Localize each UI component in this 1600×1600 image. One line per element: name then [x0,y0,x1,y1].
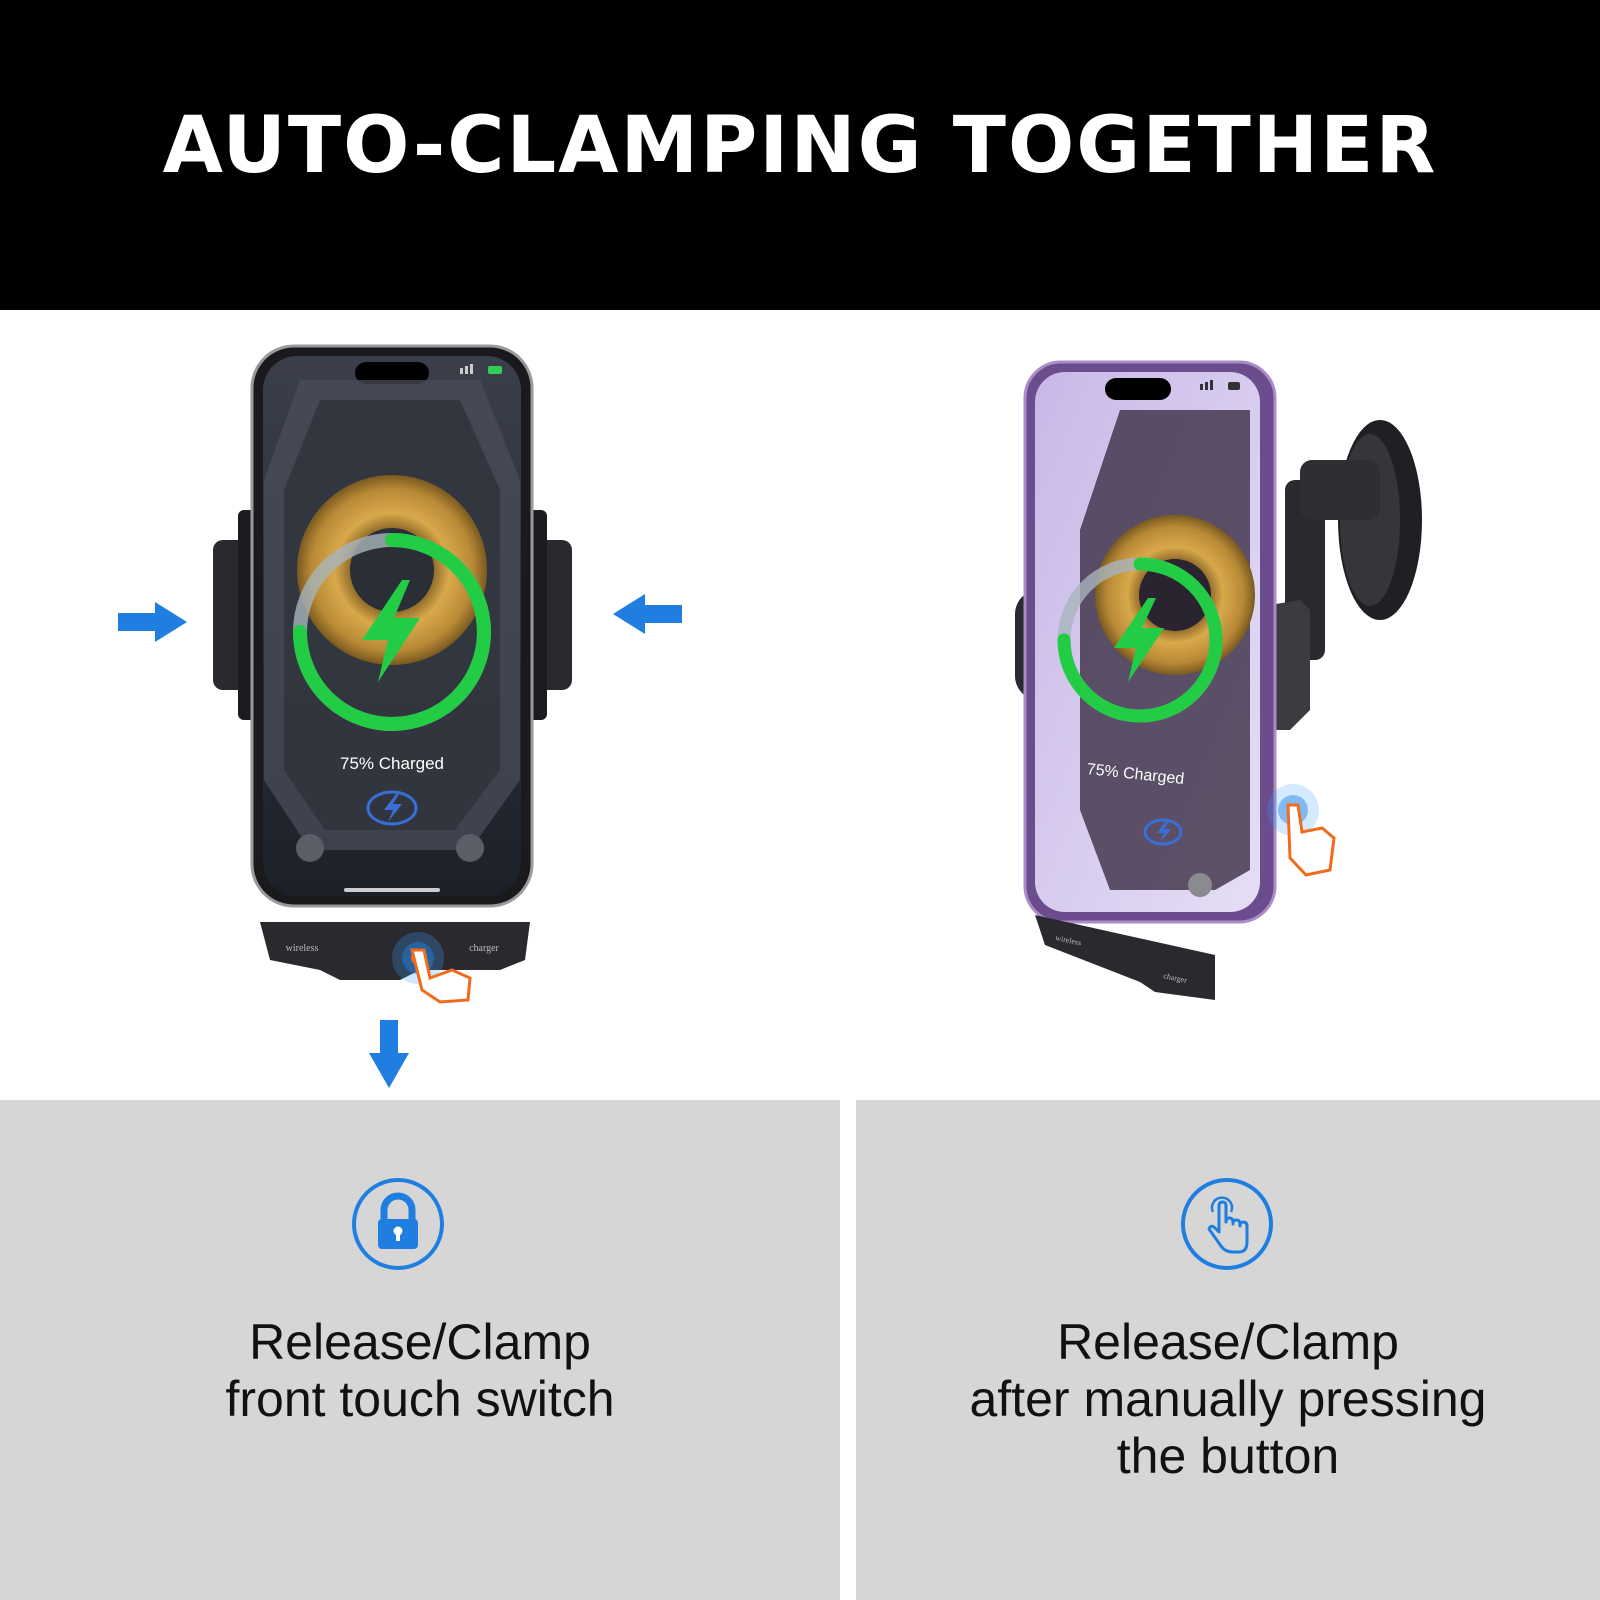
touch-hand-icon [1181,1178,1273,1270]
base-label-charger: charger [469,943,499,954]
charge-ring-progress [1057,557,1223,723]
right-phone-holder: 75% Charged wireless charger [1015,360,1422,1000]
product-illustration-svg: 75% Charged wireless charger [118,344,1422,1088]
camera-shortcut-icon [1188,873,1212,897]
feature-panel-front-touch: Release/Clamp front touch switch [0,1100,840,1600]
charge-ring-progress [293,533,491,731]
caption-line: front touch switch [225,1371,615,1427]
holder-base [260,922,530,980]
status-bar-icons [1200,380,1240,390]
caption-line: after manually pressing [969,1371,1487,1427]
status-bar-icons [460,364,502,374]
charge-status-text: 75% Charged [340,754,444,773]
wireless-charge-logo-icon [1143,818,1183,846]
holder-base [1035,915,1215,1000]
caption-line: Release/Clamp [1057,1314,1399,1370]
charging-bolt-icon [362,580,420,682]
dynamic-island [355,362,429,384]
page-title: AUTO-CLAMPING TOGETHER [162,101,1438,191]
caption-line: the button [1116,1428,1340,1484]
lock-icon [352,1178,444,1270]
feature-caption-manual-button: Release/Clamp after manually pressing th… [856,1314,1600,1485]
feature-caption-front-touch: Release/Clamp front touch switch [0,1314,840,1428]
product-illustrations: 75% Charged wireless charger [0,310,1600,1100]
arrow-right-icon [118,602,187,642]
touch-hand-icon [410,948,472,1004]
arrow-down-icon [369,1020,409,1088]
title-banner: AUTO-CLAMPING TOGETHER [0,0,1600,310]
feature-panel-manual-button: Release/Clamp after manually pressing th… [856,1100,1600,1600]
touch-hand-icon [1286,803,1336,877]
home-indicator [344,888,440,892]
flashlight-shortcut-icon [296,834,324,862]
camera-shortcut-icon [456,834,484,862]
arrow-left-icon [613,594,682,634]
left-phone-holder: 75% Charged wireless charger [118,344,682,1088]
dynamic-island [1105,378,1171,400]
base-label-wireless: wireless [286,943,319,954]
charging-bolt-icon [1114,598,1164,682]
caption-line: Release/Clamp [249,1314,591,1370]
wireless-charge-logo-icon [366,790,418,826]
